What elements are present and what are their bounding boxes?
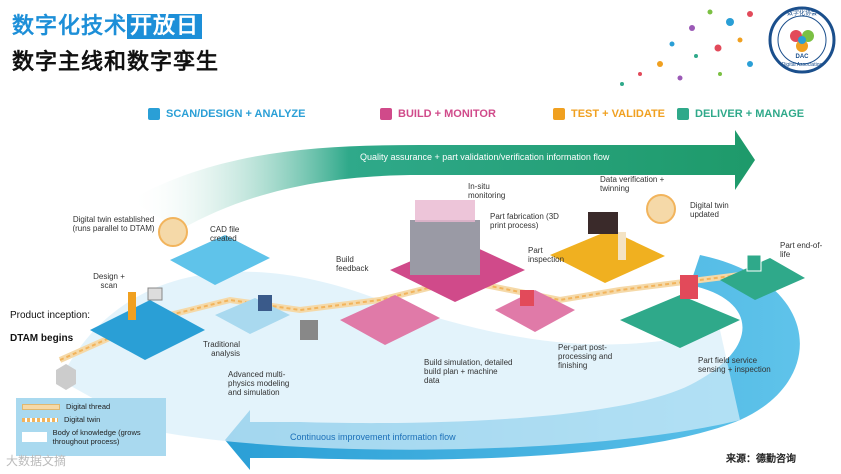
in-situ-monitor — [415, 200, 475, 222]
digital-twin-icon — [158, 217, 188, 247]
label-build-feedback: Build feedback — [336, 255, 369, 274]
top-flow-label: Quality assurance + part validation/veri… — [360, 152, 610, 162]
label-dtam-begins: DTAM begins — [10, 333, 74, 344]
legend-label: Digital twin — [64, 415, 101, 424]
label-field-service: Part field service sensing + inspection — [698, 356, 771, 375]
multiphysics-block — [300, 320, 318, 340]
platform-post-processing — [495, 290, 575, 332]
logo-emblem — [768, 6, 836, 74]
person-inspector — [618, 232, 626, 260]
label-digital-twin-established: Digital twin established (runs parallel … — [72, 215, 155, 234]
bottom-flow-label: Continuous improvement information flow — [290, 432, 456, 442]
legend: Digital thread Digital twin Body of know… — [16, 398, 166, 456]
product-inception-icon — [56, 364, 76, 390]
legend-swatch — [22, 432, 47, 442]
label-traditional-analysis: Traditional analysis — [202, 340, 240, 359]
person-designer — [128, 292, 136, 320]
label-advanced-multiphysics: Advanced multi-physics modeling and simu… — [228, 370, 290, 398]
sim-block — [258, 295, 272, 311]
stage-label: DELIVER + MANAGE — [695, 108, 805, 120]
logo-sub-text: Digital Association — [781, 62, 823, 68]
label-data-verification: Data verification + twinning — [600, 175, 665, 194]
label-post-processing: Per-part post-processing and finishing — [558, 343, 613, 371]
platform-cad — [170, 235, 270, 285]
recycle-bin — [746, 254, 762, 272]
title-part2: 开放日 — [127, 14, 203, 39]
top-flow-band — [130, 130, 755, 230]
source-credit: 来源：德勤咨询 — [726, 454, 796, 465]
cube-icon — [677, 108, 689, 120]
legend-item-digital-thread: Digital thread — [22, 402, 160, 411]
legend-item-body-of-knowledge: Body of knowledge (grows throughout proc… — [22, 428, 160, 446]
digital-twin-updated-icon — [646, 194, 676, 224]
platform-end-of-life — [720, 258, 805, 300]
printed-part — [520, 290, 534, 306]
label-part-end-of-life: Part end-of-life — [780, 241, 823, 260]
label-design-scan: Design + scan — [93, 272, 125, 291]
decorative-dots — [620, 9, 753, 86]
platform-design-scan — [90, 300, 205, 360]
stage-label: TEST + VALIDATE — [571, 108, 666, 120]
stage-deliver-manage: DELIVER + MANAGE — [677, 108, 804, 120]
title-part1: 数字化技术 — [12, 14, 128, 39]
label-part-inspection: Part inspection — [528, 246, 565, 265]
stage-scan-design: SCAN/DESIGN + ANALYZE — [148, 108, 305, 120]
label-in-situ-monitoring: In-situ monitoring — [468, 182, 506, 201]
platform-build-simulation — [340, 295, 440, 345]
label-cad-file: CAD file created — [210, 225, 240, 244]
dac-logo: 数字化协会 DAC Digital Association — [768, 6, 836, 86]
3d-printer-machine — [410, 220, 480, 275]
legend-label: Digital thread — [66, 402, 111, 411]
legend-swatch — [22, 417, 58, 422]
stage-build-monitor: BUILD + MONITOR — [380, 108, 496, 120]
platform-field-service — [620, 295, 740, 348]
page-subtitle: 数字主线和数字孪生 — [12, 50, 220, 75]
logo-ring-text: 数字化协会 — [786, 11, 817, 17]
cube-icon — [148, 108, 160, 120]
legend-swatch — [22, 403, 60, 410]
stage-test-validate: TEST + VALIDATE — [553, 108, 665, 120]
field-part — [680, 275, 698, 299]
inspection-screen — [588, 212, 618, 234]
legend-label: Body of knowledge (grows throughout proc… — [52, 428, 141, 446]
label-part-fabrication: Part fabrication (3D print process) — [490, 212, 559, 231]
cube-icon — [380, 108, 392, 120]
label-digital-twin-updated: Digital twin updated — [690, 201, 729, 220]
label-build-simulation: Build simulation, detailed build plan + … — [424, 358, 513, 386]
stage-label: BUILD + MONITOR — [398, 108, 496, 120]
digital-twin-line — [59, 269, 781, 361]
logo-text: DAC — [795, 54, 809, 60]
legend-item-digital-twin: Digital twin — [22, 415, 160, 424]
platform-part-inspection — [550, 230, 665, 283]
page-title: 数字化技术开放日 — [12, 8, 203, 40]
stage-label: SCAN/DESIGN + ANALYZE — [166, 108, 306, 120]
scanner-device — [147, 287, 163, 301]
watermark: 大数据文摘 — [6, 454, 67, 468]
cube-icon — [553, 108, 565, 120]
label-product-inception: Product inception: — [10, 310, 91, 321]
